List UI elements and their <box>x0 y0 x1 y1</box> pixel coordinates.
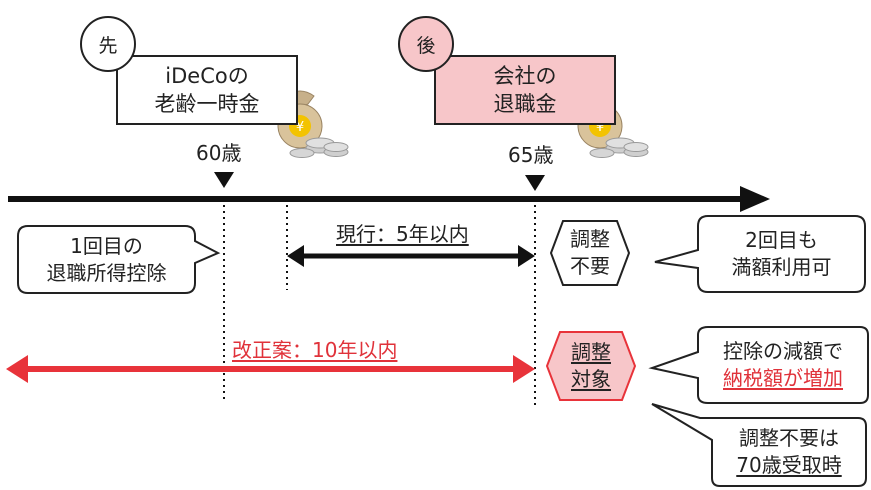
callout-full-use: 2回目も 満額利用可 <box>698 216 865 292</box>
left-callout-line2: 退職所得控除 <box>46 260 167 285</box>
current-rule-left-arrowhead <box>287 245 304 267</box>
left-callout-shape <box>17 225 221 294</box>
hex-adjust: 調整 対象 <box>547 332 635 400</box>
callout-70-shape <box>651 403 867 487</box>
first-badge-label: 先 <box>98 34 118 57</box>
age60-label: 60歳 <box>196 141 242 165</box>
callout-age70: 調整不要は 70歳受取時 <box>712 418 866 486</box>
hex-adjust-shape <box>545 331 637 401</box>
callout-reduce-line1: 控除の減額で <box>723 339 843 363</box>
proposal-rule-label: 改正案：10年以内 <box>232 338 398 362</box>
hex-no-adjust-line2: 不要 <box>570 254 610 278</box>
hex-no-adjust-shape <box>549 220 631 286</box>
hex-no-adjust-line1: 調整 <box>570 227 610 251</box>
current-rule-right-arrowhead <box>518 245 535 267</box>
callout-70-line2: 70歳受取時 <box>736 453 842 477</box>
callout-reduce-shape <box>648 326 869 404</box>
ideco-line2-text: 老齢一時金 <box>154 92 260 116</box>
age65-marker <box>525 175 545 191</box>
hex-adjust-line2: 対象 <box>571 367 611 391</box>
second-badge: 後 <box>398 16 454 72</box>
callout-full-shape <box>654 215 866 293</box>
ideco-line1: iDeCoの <box>165 63 249 88</box>
company-retirement-box: 会社の 退職金 <box>434 55 616 125</box>
callout-70-line1: 調整不要は <box>739 426 839 450</box>
age65-label: 65歳 <box>508 143 554 167</box>
hex-adjust-line1: 調整 <box>571 340 611 364</box>
current-rule-label: 現行：5年以内 <box>336 222 469 246</box>
callout-reduction: 控除の減額で 納税額が増加 <box>698 327 868 403</box>
left-callout-line1: 1回目の <box>70 233 143 258</box>
proposal-rule-right-arrowhead <box>513 355 535 383</box>
callout-reduce-line2: 納税額が増加 <box>723 366 843 390</box>
second-badge-label: 後 <box>416 34 436 57</box>
proposal-rule-left-arrowhead <box>6 355 28 383</box>
hex-no-adjust: 調整 不要 <box>551 221 629 285</box>
first-badge: 先 <box>80 16 136 72</box>
company-line2: 退職金 <box>493 92 557 116</box>
first-deduction-callout: 1回目の 退職所得控除 <box>18 226 195 293</box>
ideco-lump-sum-box: iDeCoの 退職金 老齢一時金 <box>116 55 298 125</box>
company-line1: 会社の <box>493 63 557 88</box>
age60-marker <box>214 172 234 188</box>
callout-full-line1: 2回目も <box>745 228 818 252</box>
callout-full-line2: 満額利用可 <box>731 255 832 279</box>
timeline-arrowhead <box>740 186 770 212</box>
